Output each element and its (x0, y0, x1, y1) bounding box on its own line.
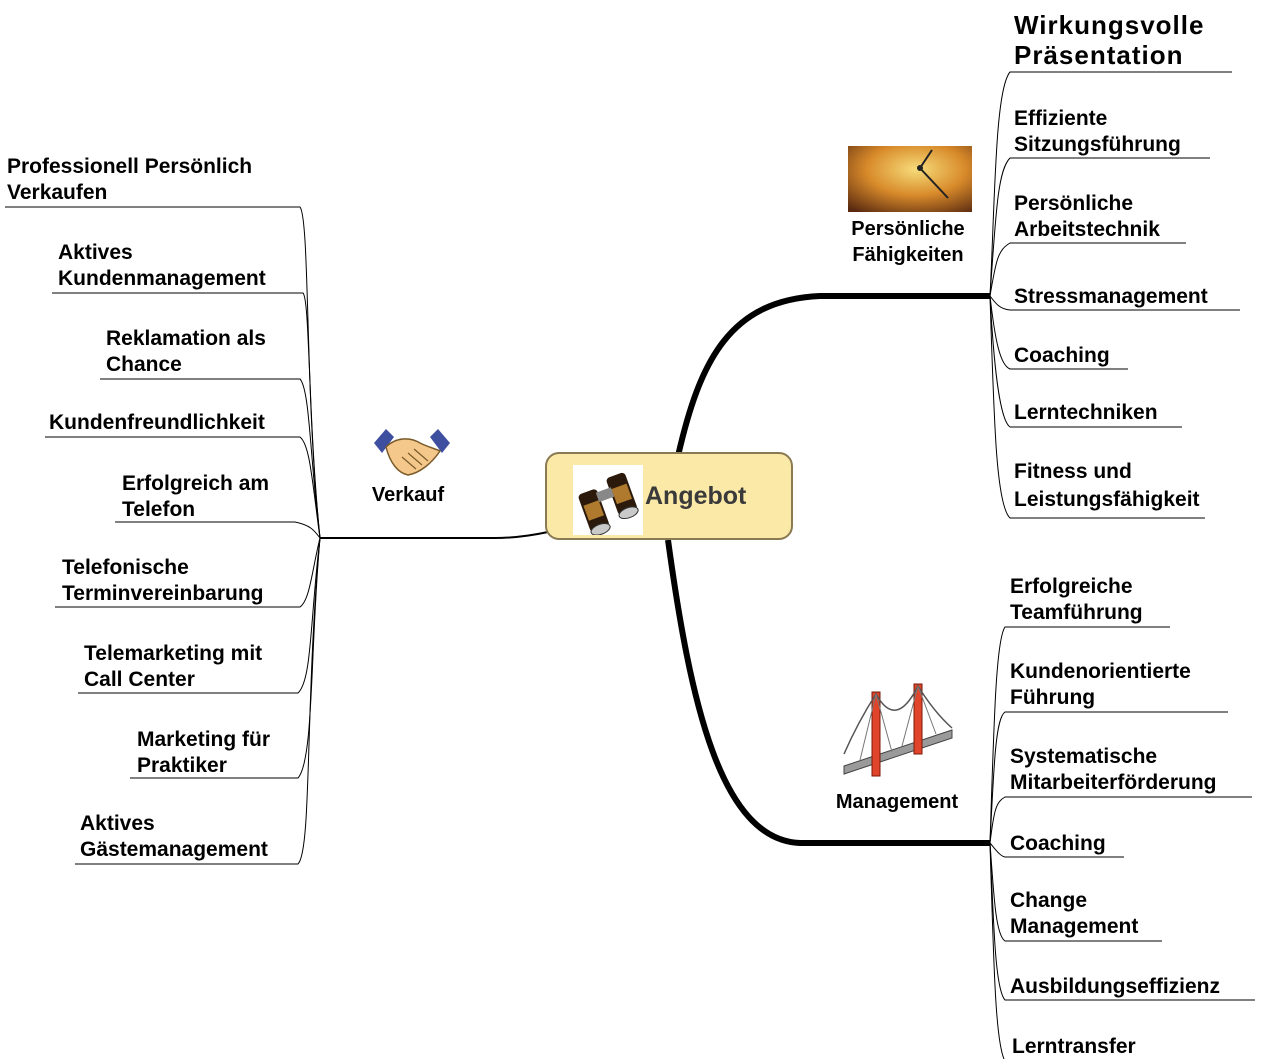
topic-professionell-persoenlich-verkaufen[interactable]: Professionell Persönlich Verkaufen (7, 155, 253, 204)
central-label: Angebot (645, 482, 747, 510)
topic-fitness-und-leistungsfaehigkeit[interactable]: Fitness und Leistungsfähigkeit (1014, 460, 1200, 511)
central-topic[interactable]: Angebot (545, 452, 793, 540)
connector-verkauf (320, 531, 549, 539)
topic-aktives-gaestemanagement[interactable]: Aktives Gästemanagement (80, 812, 268, 861)
topic-coaching-management[interactable]: Coaching (1010, 832, 1106, 855)
topic-telefonische-terminvereinbarung[interactable]: Telefonische Terminvereinbarung (62, 556, 264, 605)
topic-telemarketing-mit-call-center[interactable]: Telemarketing mit Call Center (84, 642, 263, 691)
handshake-icon (374, 429, 450, 476)
connector-management (665, 539, 990, 846)
topic-reklamation-als-chance[interactable]: Reklamation als Chance (106, 327, 266, 376)
verkauf-fan (5, 206, 321, 865)
topic-erfolgreich-am-telefon[interactable]: Erfolgreich am Telefon (122, 472, 270, 521)
management-fan (989, 626, 1255, 1059)
topic-change-management[interactable]: Change Management (1010, 889, 1139, 938)
topic-kundenfreundlichkeit[interactable]: Kundenfreundlichkeit (49, 411, 265, 434)
clock-icon (848, 146, 972, 212)
branch-management[interactable]: Management (835, 791, 959, 813)
topic-systematische-mitarbeiterfoerderung[interactable]: Systematische Mitarbeiterförderung (1010, 745, 1217, 794)
binoculars-icon (573, 465, 643, 535)
topic-wirkungsvolle-praesentation[interactable]: Wirkungsvolle Präsentation (1014, 10, 1205, 70)
topic-ausbildungseffizienz[interactable]: Ausbildungseffizienz (1010, 975, 1220, 998)
bridge-icon (843, 683, 953, 777)
topic-lerntransfer[interactable]: Lerntransfer (1012, 1035, 1136, 1058)
topic-aktives-kundenmanagement[interactable]: Aktives Kundenmanagement (58, 241, 266, 290)
branch-verkauf[interactable]: Verkauf (371, 484, 445, 506)
topic-lerntechniken[interactable]: Lerntechniken (1014, 401, 1158, 424)
branch-persoenliche-faehigkeiten[interactable]: Persönliche Fähigkeiten (851, 218, 965, 266)
persoenliche-fan (989, 71, 1240, 519)
topic-marketing-fuer-praktiker[interactable]: Marketing für Praktiker (137, 728, 271, 777)
topic-effiziente-sitzungsfuehrung[interactable]: Effiziente Sitzungsführung (1014, 107, 1181, 156)
topic-kundenorientierte-fuehrung[interactable]: Kundenorientierte Führung (1010, 660, 1191, 709)
topic-erfolgreiche-teamfuehrung[interactable]: Erfolgreiche Teamführung (1010, 575, 1143, 624)
topic-persoenliche-arbeitstechnik[interactable]: Persönliche Arbeitstechnik (1014, 192, 1160, 241)
topic-stressmanagement[interactable]: Stressmanagement (1014, 285, 1208, 308)
connector-persoenliche (675, 293, 990, 457)
topic-coaching-persoenliche[interactable]: Coaching (1014, 344, 1110, 367)
